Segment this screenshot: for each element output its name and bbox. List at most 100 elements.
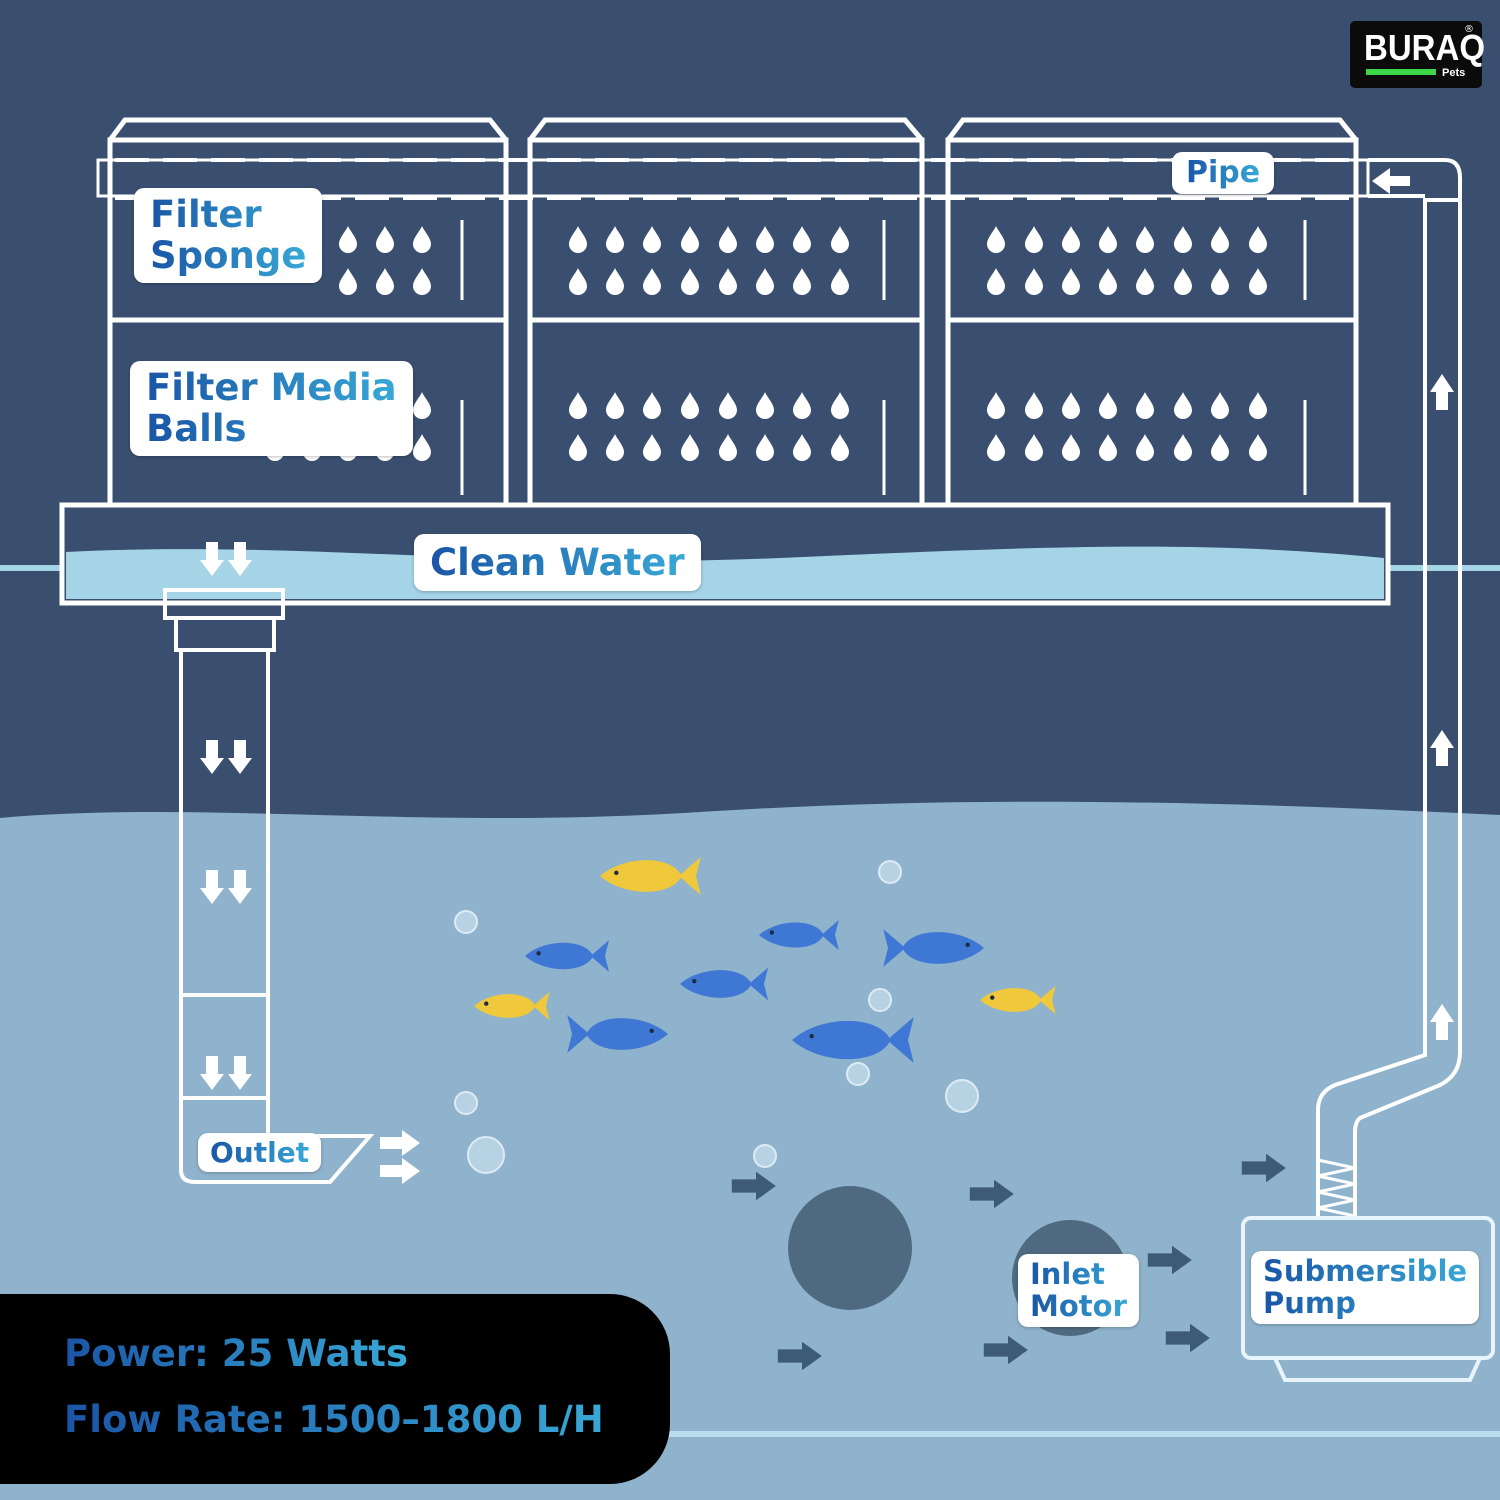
fish [600, 856, 701, 896]
water-drop [606, 268, 624, 295]
water-drop [1249, 392, 1267, 419]
left-arrow [1372, 168, 1410, 194]
up-arrow [1430, 730, 1454, 766]
water-drop [1136, 268, 1154, 295]
pump-spring [1317, 1158, 1356, 1218]
down-arrow [200, 1056, 224, 1090]
right-arrow [731, 1171, 776, 1201]
water-drop [1174, 226, 1192, 253]
water-drop [606, 392, 624, 419]
label-pipe: Pipe [1172, 152, 1275, 194]
down-arrow [200, 542, 224, 576]
spec-power: Power: 25 Watts [64, 1332, 408, 1375]
up-arrow [1430, 1004, 1454, 1040]
right-arrow [380, 1158, 420, 1184]
down-arrow [228, 870, 252, 904]
outlet-pipe [179, 650, 375, 1184]
down-arrow [200, 740, 224, 774]
water-drop [681, 226, 699, 253]
water-drop [1249, 434, 1267, 461]
label-clean-water: Clean Water [414, 534, 701, 592]
label-inlet-motor: Inlet Motor [1018, 1254, 1139, 1327]
water-drop [756, 226, 774, 253]
right-arrow [1241, 1153, 1286, 1183]
bubble [945, 1079, 979, 1113]
bubbles [454, 860, 979, 1174]
right-arrow [1147, 1245, 1192, 1275]
water-drop [606, 226, 624, 253]
down-arrow [228, 740, 252, 774]
water-drop [643, 434, 661, 461]
water-drop [987, 392, 1005, 419]
bubble [454, 910, 478, 934]
water-drop [1099, 268, 1117, 295]
water-drop [1062, 392, 1080, 419]
water-drop [1025, 392, 1043, 419]
water-drop [569, 226, 587, 253]
water-drop [719, 226, 737, 253]
water-drop [1025, 226, 1043, 253]
water-drop [1174, 268, 1192, 295]
water-drop [1211, 392, 1229, 419]
fish [792, 1017, 914, 1063]
up-arrow [1430, 374, 1454, 410]
water-drop [643, 226, 661, 253]
water-drop [1136, 226, 1154, 253]
motor-disc-1 [788, 1186, 912, 1310]
water-drop [681, 392, 699, 419]
brand-bar [1366, 69, 1436, 75]
water-drop [793, 226, 811, 253]
label-outlet: Outlet [198, 1133, 322, 1173]
down-arrow [200, 870, 224, 904]
water-drop [987, 434, 1005, 461]
bubble [846, 1062, 870, 1086]
brand-sub: Pets [1442, 67, 1466, 79]
water-drop [1211, 226, 1229, 253]
water-drop [1062, 226, 1080, 253]
water-drop [756, 392, 774, 419]
water-drop [1062, 268, 1080, 295]
fish [883, 928, 984, 968]
pump-body [1241, 1216, 1495, 1360]
down-arrow [228, 542, 252, 576]
water-drop [376, 268, 394, 295]
fish [474, 991, 550, 1021]
fish [680, 967, 769, 1001]
water-drop [643, 392, 661, 419]
water-drop [756, 434, 774, 461]
water-drop [643, 268, 661, 295]
water-drop [339, 268, 357, 295]
right-arrow [777, 1341, 822, 1371]
spec-panel: Power: 25 Watts Flow Rate: 1500–1800 L/H [0, 1294, 670, 1484]
label-filter-sponge: Filter Sponge [134, 188, 323, 283]
water-drop [756, 268, 774, 295]
water-drop [569, 392, 587, 419]
label-filter-media-balls: Filter Media Balls [130, 361, 413, 456]
water-drop [793, 434, 811, 461]
water-drop [569, 434, 587, 461]
fish [525, 940, 609, 972]
water-drop [1025, 268, 1043, 295]
water-drop [569, 268, 587, 295]
down-arrow [228, 1056, 252, 1090]
water-drop [1211, 268, 1229, 295]
water-drop [831, 226, 849, 253]
water-drop [606, 434, 624, 461]
water-drop [1174, 434, 1192, 461]
right-arrow [380, 1130, 420, 1156]
fish [567, 1014, 668, 1054]
fish [759, 919, 839, 951]
registered-mark: ® [1464, 24, 1474, 35]
water-drop [413, 434, 431, 461]
brand-name: BURAQ [1364, 27, 1485, 68]
water-drop [1062, 434, 1080, 461]
spec-flow-rate: Flow Rate: 1500–1800 L/H [64, 1398, 604, 1441]
water-drop [831, 434, 849, 461]
bubble [868, 988, 892, 1012]
bubble [753, 1144, 777, 1168]
water-drop [413, 268, 431, 295]
fish [980, 985, 1056, 1015]
water-drop [793, 268, 811, 295]
flow-arrows [200, 168, 1454, 1371]
